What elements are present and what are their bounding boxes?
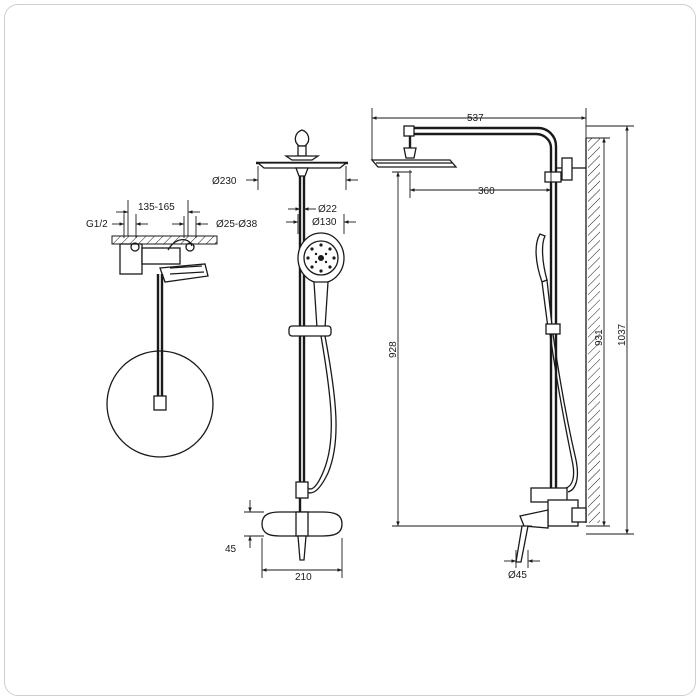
arm-length-label: 537: [467, 113, 484, 124]
valve-handle-side: [519, 509, 549, 529]
wall-hatch-side: [588, 138, 600, 523]
hose-connector: [295, 481, 309, 499]
slide-bar-holder: [288, 325, 332, 337]
hose-side: [549, 333, 575, 489]
wall-bracket-lower: [571, 507, 587, 523]
front-view: Ø230 Ø22 Ø130 45 210: [212, 129, 358, 583]
pipe-diameter-label: Ø25-Ø38: [216, 219, 258, 230]
valve-spout: [297, 535, 307, 561]
wall-spacing-label: 135-165: [138, 202, 175, 213]
image-border: [4, 4, 696, 696]
head-top-knob: [294, 129, 310, 147]
handle-diameter-label: Ø45: [508, 570, 527, 581]
valve-width-label: 210: [295, 572, 312, 583]
shower-arm-side: [412, 126, 558, 520]
hose-front: [305, 335, 332, 490]
shower-head-top-view: [106, 350, 214, 458]
lever-side: [515, 525, 529, 563]
head-mount-top: [153, 395, 167, 411]
hand-shower-diameter-label: Ø130: [312, 217, 337, 228]
top-view: G1/2 135-165 Ø25-Ø38: [86, 200, 258, 458]
valve-to-arm-label: 931: [594, 329, 605, 346]
rail-height-label: 928: [388, 341, 399, 358]
hand-shower-handle: [313, 281, 329, 329]
valve-height-label: 45: [225, 544, 237, 555]
hand-shower-side: [535, 233, 548, 283]
wall-bracket-upper: [561, 157, 573, 181]
inlet-left-top: [130, 242, 140, 252]
spout-arm-top: [167, 239, 193, 251]
side-view: 537 360 928 931 1037: [370, 108, 634, 581]
wall-hatch-top: [111, 235, 218, 245]
rail-diameter-label: Ø22: [318, 204, 337, 215]
head-diameter-label: Ø230: [212, 176, 237, 187]
slide-holder-side: [545, 323, 561, 335]
thread-label: G1/2: [86, 219, 108, 230]
arm-reach-label: 360: [478, 186, 495, 197]
total-height-label: 1037: [617, 323, 628, 346]
valve-connector-top: [141, 247, 181, 265]
